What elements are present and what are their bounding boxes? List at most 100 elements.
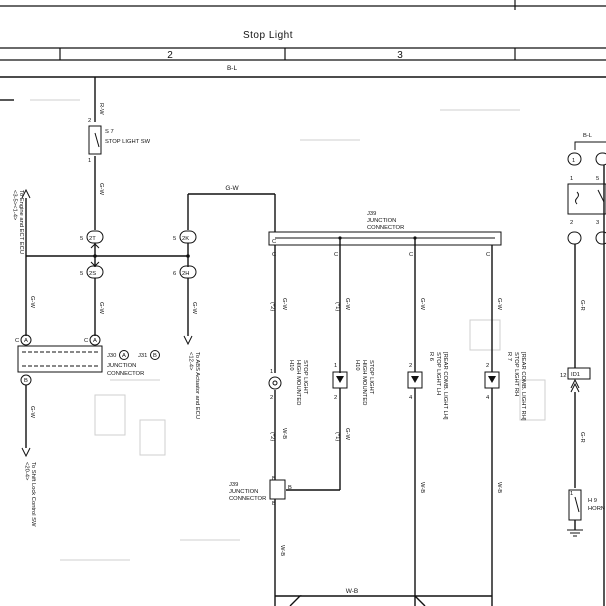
left-trunk: G-W To Engine and ECT ECU<3-5><1-4>: [0, 99, 35, 336]
h10-name: HIGH MOUNTED: [295, 360, 301, 405]
relay-pin: 2: [570, 220, 573, 226]
pin-a: A: [93, 338, 97, 344]
to-shift-annotation: To Shift Lock Control SW<20-4>: [23, 462, 36, 527]
wire-label: G-W: [98, 183, 104, 195]
r6-stop-light-lh: G-W 2 4 R 6 STOP LIGHT LH [REAR COMB. LI…: [407, 238, 448, 606]
column-2-label: 2: [167, 50, 173, 61]
j39-pin-c: C: [409, 252, 413, 258]
shift-lock-branch: G-W To Shift Lock Control SW<20-4>: [21, 385, 36, 527]
connector-code: 2S: [89, 271, 96, 277]
connector-id1: [567, 367, 591, 380]
r7-name: STOP LIGHT RH: [513, 352, 519, 396]
pin-b: B: [272, 476, 276, 482]
r7-id: R 7: [506, 352, 512, 361]
junction-connector-j39-top: C J39 JUNCTION CONNECTOR C C C C: [268, 194, 502, 258]
pin: 4: [409, 395, 413, 401]
j30-pin-a: A: [122, 353, 126, 359]
top-bus: B-L: [0, 65, 555, 78]
wire-label: W-B: [419, 482, 425, 493]
j39-pin-c: C: [272, 252, 276, 258]
connector-pin: 5: [173, 236, 176, 242]
wire-label: G-W: [225, 185, 239, 192]
connector-code: 2H: [182, 271, 189, 277]
ground-icon: [567, 529, 583, 537]
pin-a: A: [24, 338, 28, 344]
relay-circuit: B-L 1 1 5 2 3 G-R 12 ID1 G-R 1 H 9 HORN: [555, 76, 606, 606]
relay-pin: 5: [596, 176, 599, 182]
wire-label: G-R: [579, 300, 585, 311]
pin-b: B: [288, 485, 292, 491]
j31-pin-b: B: [153, 353, 157, 359]
variant-label: (*1): [334, 432, 340, 441]
stop-light-switch-circuit: R-W 2 1 S 7 STOP LIGHT SW G-W: [88, 77, 151, 230]
h9-id: H 9: [588, 498, 597, 504]
wire-label: G-R: [579, 432, 585, 443]
s7-id: S 7: [105, 129, 114, 135]
wire-label: G-W: [98, 302, 104, 314]
lamp-icon: [268, 376, 282, 390]
arrow-icon: [183, 335, 193, 346]
to-abs-annotation: To ABS Actuator and ECU<12-4>: [187, 352, 200, 419]
pin: 2: [334, 395, 337, 401]
h10-id: H10: [288, 360, 294, 371]
r7-name-2: [REAR COMB. LIGHT RH]: [520, 352, 526, 421]
id1-pin: 12: [560, 373, 566, 379]
wire-label: W-B: [281, 428, 287, 439]
pin-c: C: [84, 338, 88, 344]
wire-label: B-L: [583, 133, 593, 139]
connector-pin: 5: [80, 236, 83, 242]
svg-text:1: 1: [572, 158, 575, 164]
r7-stop-light-rh: G-W 2 4 R 7 STOP LIGHT RH [REAR COMB. LI…: [484, 245, 526, 606]
column-3-label: 3: [397, 50, 403, 61]
connector-2S: 5 2S: [80, 261, 104, 279]
wire-label: R-W: [98, 103, 104, 115]
pin-b: B: [272, 501, 276, 507]
j39b-id: J39: [229, 482, 238, 488]
wire-label: W-B: [279, 545, 285, 556]
bottom-bus: W-B: [275, 588, 492, 606]
connector-code: 2K: [182, 236, 189, 242]
s7-pin-2: 2: [88, 118, 91, 124]
j39-id: J39: [367, 211, 376, 217]
wire-label: G-W: [191, 302, 197, 314]
connector-2T: 5 2T: [80, 230, 104, 244]
junction-connector-j39-bottom: B B B J39 JUNCTION CONNECTOR W-B: [229, 476, 292, 606]
to-engine-annotation: To Engine and ECT ECU<3-5><1-4>: [11, 190, 24, 254]
h10-name: HIGH MOUNTED: [361, 360, 367, 405]
wire-label: G-W: [29, 406, 35, 418]
r6-name: STOP LIGHT LH: [435, 352, 441, 395]
variant-label: (*2): [269, 432, 275, 441]
h10-id: H10: [354, 360, 360, 371]
j39-name: JUNCTION: [367, 218, 396, 224]
j31-ref: J31: [138, 353, 147, 359]
variant-label: (*2): [269, 302, 275, 311]
wire-label: G-W: [29, 296, 35, 308]
pin: 1: [270, 369, 273, 375]
h9-pin: 1: [570, 491, 573, 497]
id1-label: ID1: [571, 372, 580, 378]
r6-id: R 6: [428, 352, 434, 361]
connector-code: 2T: [89, 236, 96, 242]
s7-pin-1: 1: [88, 158, 91, 164]
j39b-name: JUNCTION: [229, 489, 258, 495]
wire-label: G-W: [496, 298, 502, 310]
wire-label: G-W: [344, 298, 350, 310]
relay-pin: 1: [570, 176, 573, 182]
r6-name-2: [REAR COMB. LIGHT LH]: [442, 352, 448, 420]
relay-contact-icon: [567, 183, 606, 215]
j39-pin-c: C: [486, 252, 490, 258]
connector-pin: 6: [173, 271, 176, 277]
j39-name-2: CONNECTOR: [367, 225, 404, 231]
j30-name: JUNCTION: [107, 363, 136, 369]
pin-c: C: [15, 338, 19, 344]
pin-b: B: [24, 378, 28, 384]
j39-pin-c: C: [272, 239, 276, 245]
h10-name-2: STOP LIGHT: [368, 360, 374, 395]
h10-stop-light-2: (*2) G-W 1 2 H10 HIGH MOUNTED STOP LIGHT…: [268, 245, 308, 480]
arrow-icon: [21, 447, 31, 458]
relay-pin: 3: [596, 220, 599, 226]
pin: 2: [270, 395, 273, 401]
h10-name-2: STOP LIGHT: [302, 360, 308, 395]
pin: 2: [409, 363, 412, 369]
